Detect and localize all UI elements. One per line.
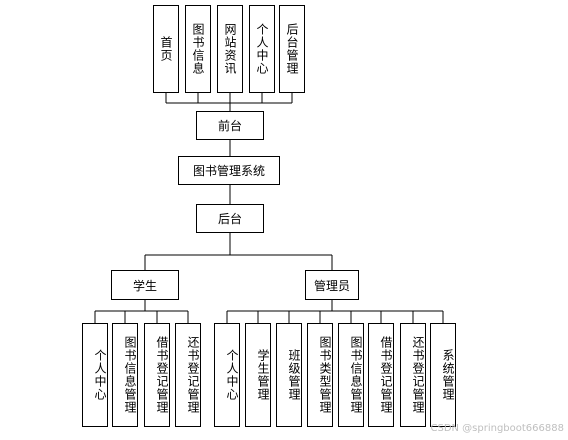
admin-item-personal-center: 个人中心 — [214, 323, 240, 427]
frontend-item-label: 个人中心 — [255, 23, 269, 75]
student-item-label: 个人中心 — [93, 349, 107, 401]
student-item-label: 借书登记管理 — [155, 336, 169, 414]
backend-node: 后台 — [196, 204, 264, 233]
backend-label: 后台 — [217, 212, 242, 226]
system-label: 图书管理系统 — [192, 164, 265, 178]
frontend-label: 前台 — [217, 119, 242, 133]
frontend-item-news: 网站资讯 — [217, 5, 243, 93]
admin-item-label: 图书信息管理 — [349, 336, 363, 414]
admin-item-label: 还书登记管理 — [411, 336, 425, 414]
admin-item-book-type-mgmt: 图书类型管理 — [307, 323, 333, 427]
student-item-label: 还书登记管理 — [186, 336, 200, 414]
admin-item-label: 学生管理 — [256, 349, 270, 401]
admin-item-system-mgmt: 系统管理 — [430, 323, 456, 427]
frontend-item-home: 首页 — [153, 5, 179, 93]
frontend-item-label: 网站资讯 — [223, 23, 237, 75]
student-node: 学生 — [111, 270, 179, 300]
admin-item-label: 图书类型管理 — [318, 336, 332, 414]
frontend-item-book-info: 图书信息 — [185, 5, 211, 93]
student-item-borrow-mgmt: 借书登记管理 — [144, 323, 170, 427]
admin-label: 管理员 — [313, 278, 350, 293]
admin-item-return-mgmt: 还书登记管理 — [400, 323, 426, 427]
admin-item-label: 个人中心 — [225, 349, 239, 401]
admin-item-student-mgmt: 学生管理 — [245, 323, 271, 427]
system-node: 图书管理系统 — [178, 156, 280, 185]
frontend-item-label: 首页 — [159, 36, 173, 62]
admin-node: 管理员 — [305, 270, 359, 300]
student-label: 学生 — [132, 278, 157, 293]
student-item-personal-center: 个人中心 — [82, 323, 108, 427]
student-item-book-info-mgmt: 图书信息管理 — [112, 323, 138, 427]
admin-item-label: 系统管理 — [441, 349, 455, 401]
frontend-item-admin-panel: 后台管理 — [279, 5, 305, 93]
admin-item-label: 借书登记管理 — [379, 336, 393, 414]
admin-item-book-info-mgmt: 图书信息管理 — [338, 323, 364, 427]
watermark: CSDN @springboot666888 — [430, 423, 564, 434]
admin-item-class-mgmt: 班级管理 — [276, 323, 302, 427]
student-item-return-mgmt: 还书登记管理 — [175, 323, 201, 427]
frontend-item-label: 后台管理 — [285, 23, 299, 75]
frontend-item-personal-center: 个人中心 — [249, 5, 275, 93]
admin-item-label: 班级管理 — [287, 349, 301, 401]
frontend-item-label: 图书信息 — [191, 23, 205, 75]
student-item-label: 图书信息管理 — [123, 336, 137, 414]
admin-item-borrow-mgmt: 借书登记管理 — [368, 323, 394, 427]
frontend-node: 前台 — [196, 111, 264, 140]
